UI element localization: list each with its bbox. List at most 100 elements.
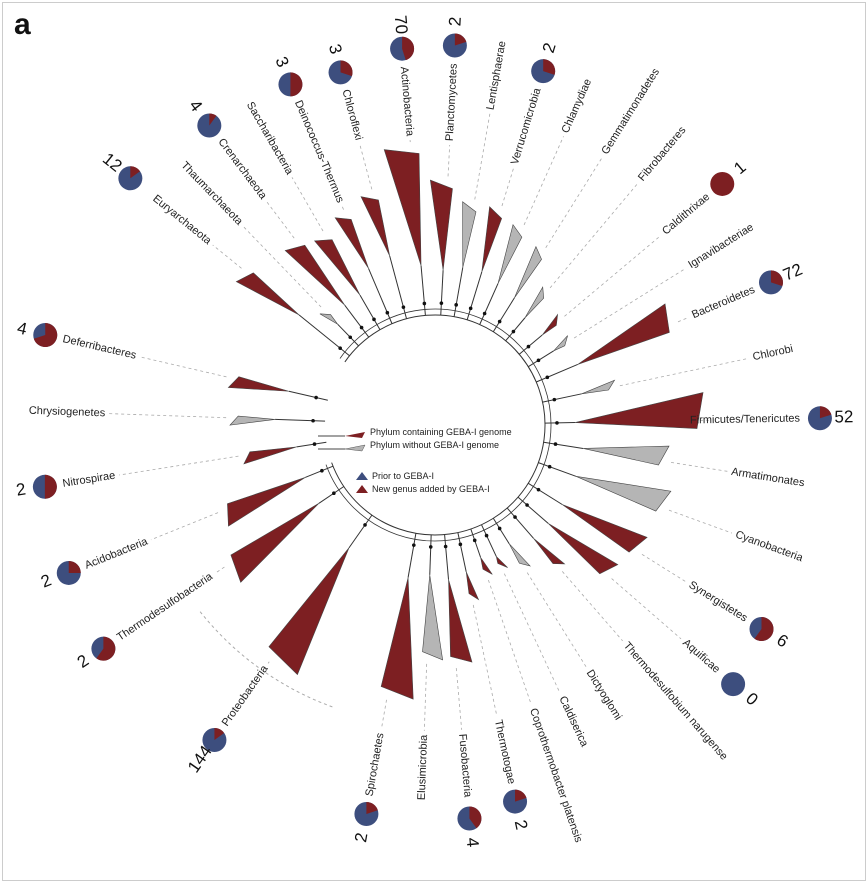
node-dot — [338, 346, 342, 351]
pie-new-slice — [68, 560, 81, 573]
genus-pie: 6 — [749, 617, 791, 651]
genus-count: 72 — [780, 260, 805, 285]
genus-count: 2 — [38, 570, 54, 591]
clade-wedge — [383, 149, 422, 266]
clade-wedge — [227, 477, 306, 527]
node-dot — [497, 526, 502, 531]
genus-pie: 2 — [38, 560, 81, 592]
genus-count: 4 — [15, 318, 29, 339]
node-dot — [468, 306, 473, 311]
node-dot — [552, 397, 557, 402]
branch — [538, 462, 577, 477]
branch — [453, 267, 464, 317]
genus-count: 70 — [391, 14, 412, 35]
node-dot — [332, 491, 336, 496]
label-leader — [472, 604, 498, 717]
branch — [528, 482, 563, 505]
branch — [368, 268, 393, 324]
branch — [348, 514, 373, 549]
legend: Phylum containing GEBA-I genome Phylum w… — [318, 427, 512, 494]
clade-wedge — [380, 577, 414, 700]
node-dot — [484, 533, 489, 538]
node-dot — [348, 335, 353, 340]
branch — [542, 393, 582, 403]
genus-count: 4 — [185, 96, 206, 115]
branch — [492, 518, 510, 544]
phylum-label: Dictyoglomi — [584, 668, 624, 723]
legend-new-icon — [356, 485, 368, 493]
node-dot — [525, 503, 529, 507]
genus-count: 3 — [325, 42, 346, 56]
phylum-label: Ignavibacteriae — [686, 221, 756, 271]
node-dot — [385, 310, 390, 315]
label-leader — [212, 244, 242, 269]
phylum-label: Chrysiogenetes — [29, 405, 106, 420]
branch — [344, 304, 370, 338]
genus-count: 3 — [271, 54, 292, 70]
node-dot — [311, 418, 315, 423]
clade-wedge — [542, 313, 559, 336]
pie-new-slice — [96, 636, 116, 661]
genus-pie: 2 — [74, 636, 116, 672]
label-leader — [359, 143, 373, 190]
node-dot — [443, 544, 448, 549]
pie-new-slice — [454, 33, 467, 46]
node-dot — [422, 301, 427, 306]
branch — [492, 297, 515, 332]
label-leader — [455, 668, 463, 730]
clade-wedge — [230, 503, 320, 583]
legend-wedge-no-geba — [344, 444, 366, 452]
phylum-label: Chloroflexi — [339, 88, 364, 141]
label-leader — [549, 182, 639, 289]
genus-pie: 72 — [758, 260, 805, 295]
genus-pie: 2 — [503, 789, 531, 831]
branch — [440, 270, 444, 316]
genus-pie: 12 — [99, 149, 143, 191]
phylum-label: Firmicutes/Tenericutes — [690, 413, 801, 427]
panel-label: a — [14, 8, 31, 41]
pie-new-slice — [710, 171, 735, 196]
genus-count: 2 — [351, 831, 371, 844]
label-leader — [214, 566, 225, 574]
pie-new-slice — [44, 474, 57, 499]
clade-wedge — [480, 557, 493, 575]
genus-pie: 144 — [184, 728, 227, 776]
branch — [466, 271, 483, 320]
phylum-label: Chlorobi — [752, 343, 795, 363]
node-dot — [412, 543, 416, 547]
pie-new-slice — [543, 59, 556, 75]
tree-backbone — [331, 314, 546, 536]
clade-wedge — [514, 245, 542, 298]
clade-wedge — [581, 379, 616, 395]
node-dot — [536, 358, 541, 363]
label-leader — [267, 661, 270, 664]
label-leader — [139, 356, 227, 378]
genus-pie: 4 — [185, 96, 222, 138]
branch — [298, 314, 350, 357]
genus-count: 4 — [463, 837, 483, 848]
clade-wedge — [462, 201, 477, 268]
label-leader — [526, 572, 587, 668]
pie-new-slice — [33, 323, 58, 348]
genus-count: 1 — [730, 157, 749, 178]
label-leader — [266, 200, 295, 239]
node-dot — [513, 515, 517, 519]
label-leader — [641, 553, 687, 583]
branch — [517, 496, 549, 524]
phylum-label: Gemmatimonadetes — [599, 66, 662, 157]
node-dot — [497, 319, 502, 324]
tree-inner-arc — [325, 308, 552, 542]
clade-wedge — [284, 244, 345, 306]
phylum-label: Verrucomicrobia — [509, 86, 544, 166]
genus-pie: 3 — [325, 42, 353, 85]
clade-wedge — [229, 415, 276, 426]
label-leader — [474, 113, 491, 200]
label-leader — [119, 455, 239, 476]
genus-pie: 70 — [390, 14, 415, 61]
genus-count: 2 — [445, 16, 464, 26]
genus-pie: 1 — [710, 157, 750, 196]
label-leader — [291, 177, 324, 232]
phylum-label: Actinobacteria — [398, 66, 416, 137]
pie-new-slice — [209, 113, 217, 126]
